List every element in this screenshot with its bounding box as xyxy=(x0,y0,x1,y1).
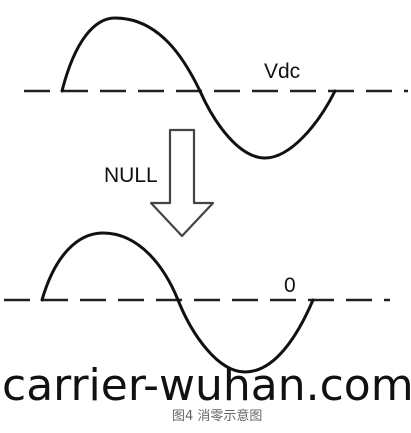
top-sine-wave xyxy=(60,16,337,160)
watermark-text: carrier-wuhan.com xyxy=(2,360,411,411)
zero-label: 0 xyxy=(284,274,296,297)
null-label: NULL xyxy=(104,164,158,187)
vdc-label: Vdc xyxy=(264,60,300,83)
bottom-sine-wave xyxy=(40,231,315,374)
figure-caption: 图4 消零示意图 xyxy=(172,408,262,424)
down-arrow-icon xyxy=(149,128,215,238)
